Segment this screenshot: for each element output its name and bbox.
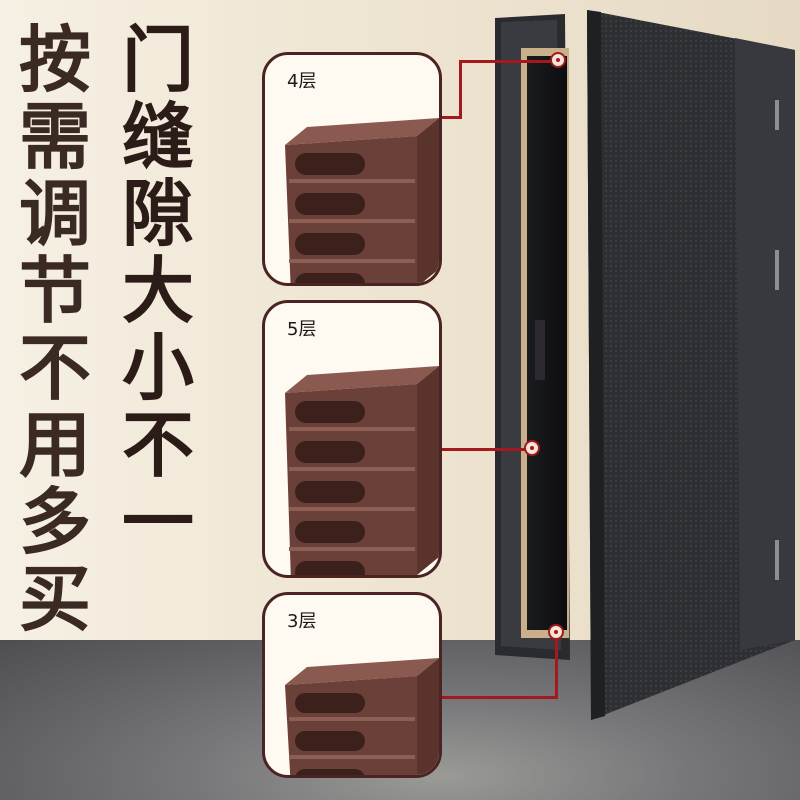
headline-char: 需 xyxy=(18,95,91,179)
connector-line-top xyxy=(459,60,462,118)
strip-chamber xyxy=(295,521,365,543)
headline-adjust-as-needed: 按 需 调 节 不 用 多 买 xyxy=(15,22,95,638)
connector-line-top xyxy=(459,60,555,63)
strip-side-face xyxy=(417,118,439,283)
connector-dot-middle xyxy=(524,440,540,456)
seal-strip-icon xyxy=(285,658,439,775)
strip-top-face xyxy=(285,366,439,393)
strip-chamber xyxy=(295,193,365,215)
strip-chamber xyxy=(295,481,365,503)
strip-layer-edge xyxy=(289,755,415,759)
strip-chamber xyxy=(295,233,365,255)
strip-chamber xyxy=(295,153,365,175)
headline-char: 节 xyxy=(18,249,91,333)
strip-layer-edge xyxy=(289,467,415,471)
headline-char: 多 xyxy=(18,480,91,564)
seal-card-5-layer: 5层 xyxy=(262,300,442,578)
strip-chamber xyxy=(295,769,365,775)
strip-chamber xyxy=(295,401,365,423)
seal-strip-icon xyxy=(285,118,439,283)
strip-side-face xyxy=(417,366,439,575)
headline-char: 买 xyxy=(18,557,91,641)
headline-char: 缝 xyxy=(121,95,194,179)
strip-front-face xyxy=(285,676,417,775)
headline-char: 门 xyxy=(121,18,194,102)
strip-layer-edge xyxy=(289,427,415,431)
strip-layer-edge xyxy=(289,219,415,223)
layer-label: 4层 xyxy=(287,71,317,92)
headline-char: 按 xyxy=(18,18,91,102)
strip-top-face xyxy=(285,658,439,685)
seal-strip-icon xyxy=(285,366,439,575)
connector-dot-bottom xyxy=(548,624,564,640)
layer-label: 3层 xyxy=(287,611,317,632)
headline-char: 大 xyxy=(121,249,194,333)
strip-layer-edge xyxy=(289,507,415,511)
strip-top-face xyxy=(285,118,439,145)
connector-line-bottom xyxy=(555,632,558,699)
strip-chamber xyxy=(295,731,365,751)
seal-card-4-layer: 4层 xyxy=(262,52,442,286)
strip-chamber xyxy=(295,561,365,575)
connector-dot-top xyxy=(550,52,566,68)
headline-char: 隙 xyxy=(121,172,194,256)
door-illustration xyxy=(495,10,795,720)
strip-chamber xyxy=(295,693,365,713)
headline-gap-sizes-differ: 门 缝 隙 大 小 不 一 xyxy=(118,22,198,561)
headline-char: 不 xyxy=(121,403,194,487)
connector-line-top xyxy=(442,116,462,119)
headline-char: 一 xyxy=(121,480,194,564)
strip-chamber xyxy=(295,441,365,463)
headline-char: 用 xyxy=(18,403,91,487)
headline-char: 不 xyxy=(18,326,91,410)
strip-side-face xyxy=(417,658,439,775)
headline-char: 调 xyxy=(18,172,91,256)
connector-line-bottom xyxy=(442,696,558,699)
strip-layer-edge xyxy=(289,259,415,263)
headline-char: 小 xyxy=(121,326,194,410)
strip-layer-edge xyxy=(289,717,415,721)
strip-layer-edge xyxy=(289,179,415,183)
seal-card-3-layer: 3层 xyxy=(262,592,442,778)
strip-layer-edge xyxy=(289,547,415,551)
connector-line-middle xyxy=(442,448,530,451)
layer-label: 5层 xyxy=(287,319,317,340)
door-image xyxy=(495,0,800,760)
strip-chamber xyxy=(295,273,365,283)
